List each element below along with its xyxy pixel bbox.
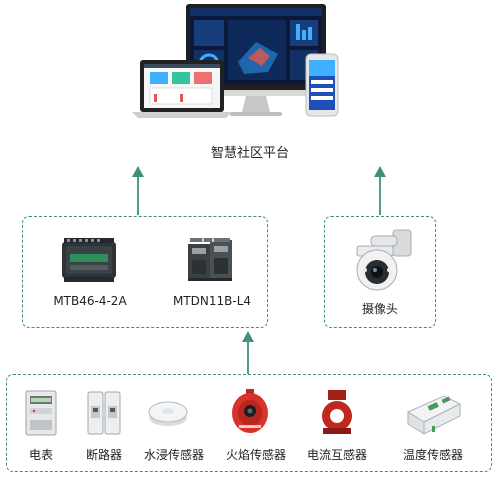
camera-group-box <box>324 216 436 328</box>
current-transformer-icon <box>320 390 354 436</box>
electric-meter-icon <box>25 390 57 436</box>
arrow-camera-to-platform <box>374 166 386 215</box>
circuit-breaker-icon <box>86 390 122 436</box>
water-leak-sensor-label: 水浸传感器 <box>143 448 204 462</box>
temperature-sensor-icon <box>404 390 464 436</box>
gateway-group-box <box>22 216 268 328</box>
temperature-sensor-label: 温度传感器 <box>402 448 463 462</box>
arrow-gateways-to-platform <box>132 166 144 215</box>
mtb46-label: MTB46-4-2A <box>53 294 127 308</box>
platform-devices-illustration <box>120 2 350 127</box>
electric-meter-label: 电表 <box>28 448 53 462</box>
mtb46-device-icon <box>60 238 118 282</box>
arrow-sensors-to-gateways <box>242 331 254 374</box>
mtdn11b-label: MTDN11B-L4 <box>172 294 252 308</box>
camera-icon <box>349 226 415 292</box>
water-leak-sensor-icon <box>147 398 189 428</box>
flame-sensor-icon <box>230 389 270 435</box>
mtdn11b-device-icon <box>182 236 238 282</box>
platform-label: 智慧社区平台 <box>210 146 289 161</box>
camera-label: 摄像头 <box>361 302 398 316</box>
sensor-group-box <box>6 374 492 472</box>
circuit-breaker-label: 断路器 <box>85 448 122 462</box>
flame-sensor-label: 火焰传感器 <box>225 448 286 462</box>
current-transformer-label: 电流互感器 <box>306 448 367 462</box>
